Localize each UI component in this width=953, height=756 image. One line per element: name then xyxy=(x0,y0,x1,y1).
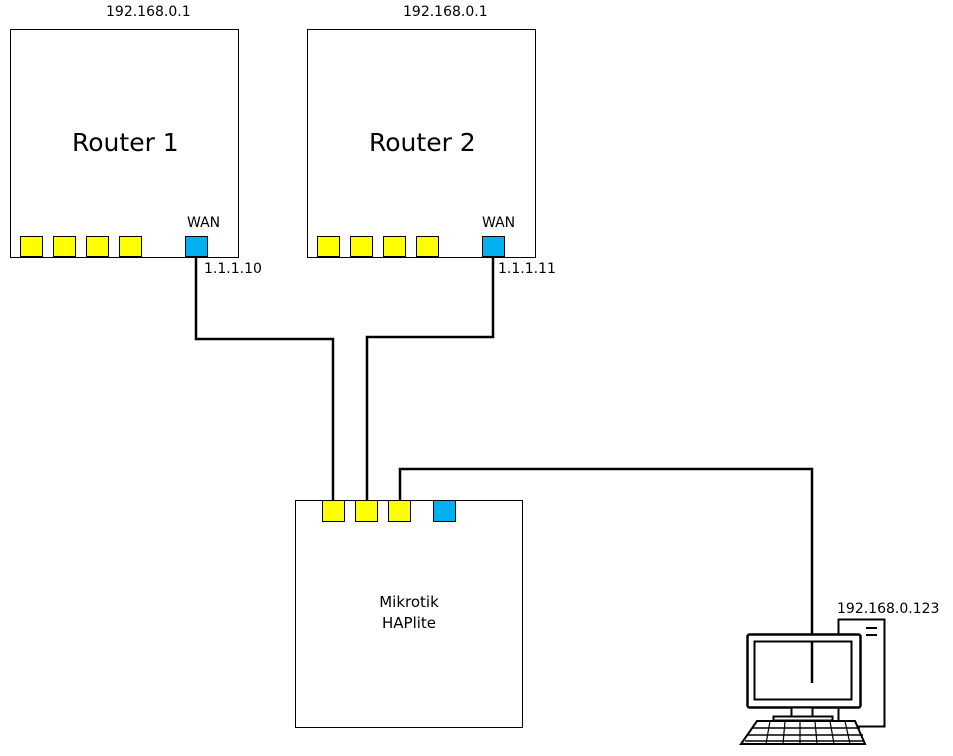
mikrotik-label: Mikrotik HAPlite xyxy=(296,592,522,634)
router1-lan-port-1 xyxy=(20,236,43,257)
router2-wan-label: WAN xyxy=(482,215,516,231)
router2-lan-port-3 xyxy=(383,236,406,257)
desktop-computer-icon xyxy=(739,618,886,745)
cable-router1-to-mikrotik xyxy=(194,257,335,500)
router1-wan-ip: 1.1.1.10 xyxy=(204,261,262,277)
mikrotik-lan-port-1 xyxy=(322,500,345,522)
mikrotik-lan-port-3 xyxy=(388,500,411,522)
router1-wan-port xyxy=(185,236,208,257)
router1-lan-port-2 xyxy=(53,236,76,257)
mikrotik-label-line1: Mikrotik xyxy=(379,593,439,611)
router2-box xyxy=(307,29,536,258)
router2-wan-port xyxy=(482,236,505,257)
pc-ip-label: 192.168.0.123 xyxy=(837,601,940,617)
router2-lan-port-2 xyxy=(350,236,373,257)
router2-lan-port-1 xyxy=(317,236,340,257)
cable-router2-to-mikrotik xyxy=(365,257,495,500)
router2-lan-port-4 xyxy=(416,236,439,257)
router1-name: Router 1 xyxy=(72,128,179,157)
router1-box xyxy=(10,29,239,258)
mikrotik-label-line2: HAPlite xyxy=(381,614,437,632)
router2-wan-ip: 1.1.1.11 xyxy=(498,261,556,277)
router1-wan-label: WAN xyxy=(187,215,221,231)
router1-lan-port-3 xyxy=(86,236,109,257)
cable-mikrotik-to-pc xyxy=(398,467,814,683)
mikrotik-lan-port-2 xyxy=(355,500,378,522)
router1-ip-label: 192.168.0.1 xyxy=(106,4,191,20)
router1-lan-port-4 xyxy=(119,236,142,257)
mikrotik-wan-port xyxy=(433,500,456,522)
router2-name: Router 2 xyxy=(369,128,476,157)
router2-ip-label: 192.168.0.1 xyxy=(403,4,488,20)
